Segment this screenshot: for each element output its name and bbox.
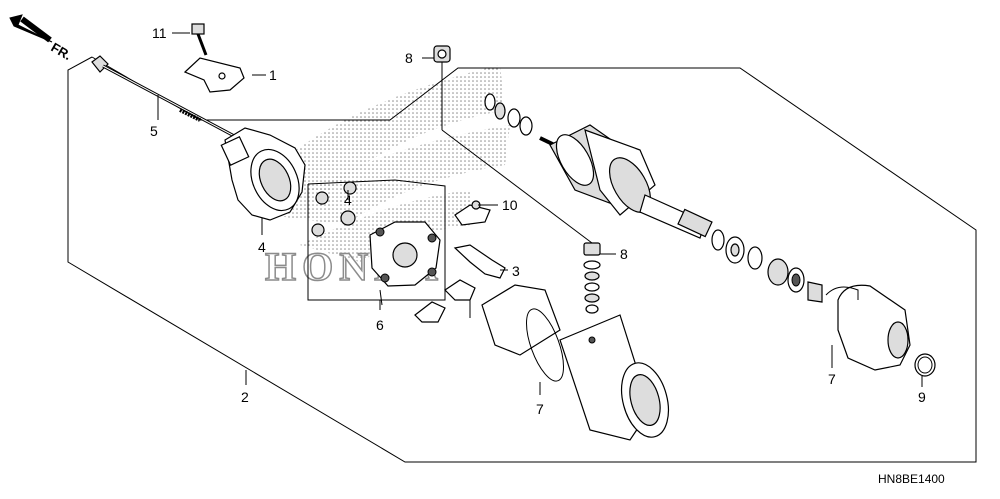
callout-2: 2 (241, 389, 249, 405)
callout-labels: 11 1 5 4 4 6 3 10 8 8 7 7 9 2 (150, 25, 926, 417)
callout-8-stack: 8 (620, 246, 628, 262)
callout-6: 6 (376, 317, 384, 333)
brush-terminal (414, 244, 506, 323)
through-bolt (91, 55, 239, 140)
front-washers (711, 229, 763, 270)
bracket (183, 57, 245, 93)
front-direction-arrow-icon: FR. (9, 14, 75, 63)
o-ring-right (914, 353, 936, 377)
callout-leaders (157, 32, 923, 395)
callout-5: 5 (150, 123, 158, 139)
screw (191, 23, 208, 56)
rear-cover (220, 127, 306, 221)
brush-holder-plate (369, 221, 441, 306)
callout-11: 11 (152, 25, 167, 41)
callout-4-hardware: 4 (344, 192, 352, 208)
callout-1: 1 (269, 67, 277, 83)
assembly-outline (67, 56, 977, 463)
callout-4-cover: 4 (258, 239, 266, 255)
starter-yoke (481, 284, 670, 441)
top-nut (433, 45, 451, 63)
o-ring-yoke (526, 308, 564, 382)
diagram-code: HN8BE1400 (878, 472, 945, 486)
callout-7-yoke: 7 (536, 401, 544, 417)
callout-7-cover: 7 (828, 371, 836, 387)
callout-10: 10 (502, 197, 518, 213)
brush-holder-outline (307, 179, 446, 301)
callout-3: 3 (512, 263, 520, 279)
armature (539, 124, 713, 239)
brush-holder-hardware (311, 181, 357, 237)
callout-9: 9 (918, 389, 926, 405)
armature-washers (484, 93, 533, 136)
callout-8-top: 8 (405, 50, 413, 66)
front-cover (825, 284, 911, 371)
lock-washer-and-bearing (767, 258, 823, 303)
nut-and-washer-stack (583, 242, 601, 314)
direction-label: FR. (49, 40, 75, 63)
